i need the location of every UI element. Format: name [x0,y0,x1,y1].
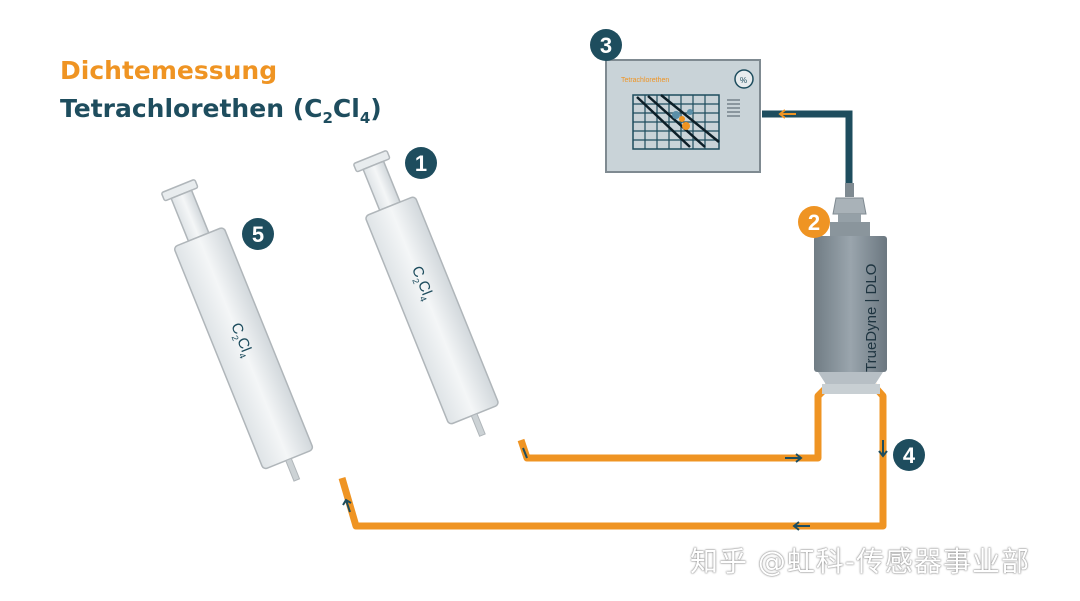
svg-text:4: 4 [903,443,916,468]
svg-text:2: 2 [808,210,820,235]
marker-2: 2 [798,206,830,238]
svg-text:%: % [740,76,747,85]
marker-1: 1 [405,147,437,179]
marker-3: 3 [590,29,622,61]
svg-text:C2Cl4: C2Cl4 [406,264,437,304]
inlet-pipe [517,383,831,463]
monitor: Tetrachlorethen % [605,59,761,173]
title-line1: Dichtemessung [60,56,278,85]
svg-text:1: 1 [415,151,427,176]
device-label: TrueDyne | DLO [863,264,880,372]
syringe-5: C2Cl4 [161,179,314,482]
monitor-title: Tetrachlorethen [621,77,669,84]
monitor-chart [632,94,740,150]
svg-text:3: 3 [600,33,612,58]
marker-5: 5 [242,218,274,250]
density-sensor: TrueDyne | DLO [814,183,887,394]
marker-4: 4 [893,439,925,471]
svg-text:5: 5 [252,222,264,247]
watermark: 知乎 @虹科-传感器事业部 [690,545,1031,578]
syringe-1: C2Cl4 [353,150,499,437]
gauge-icon: % [734,69,754,89]
signal-cable [762,109,853,184]
title-line2: Tetrachlorethen (C2Cl4) [60,94,382,127]
syringe-1-label: C2Cl4 [406,264,437,304]
